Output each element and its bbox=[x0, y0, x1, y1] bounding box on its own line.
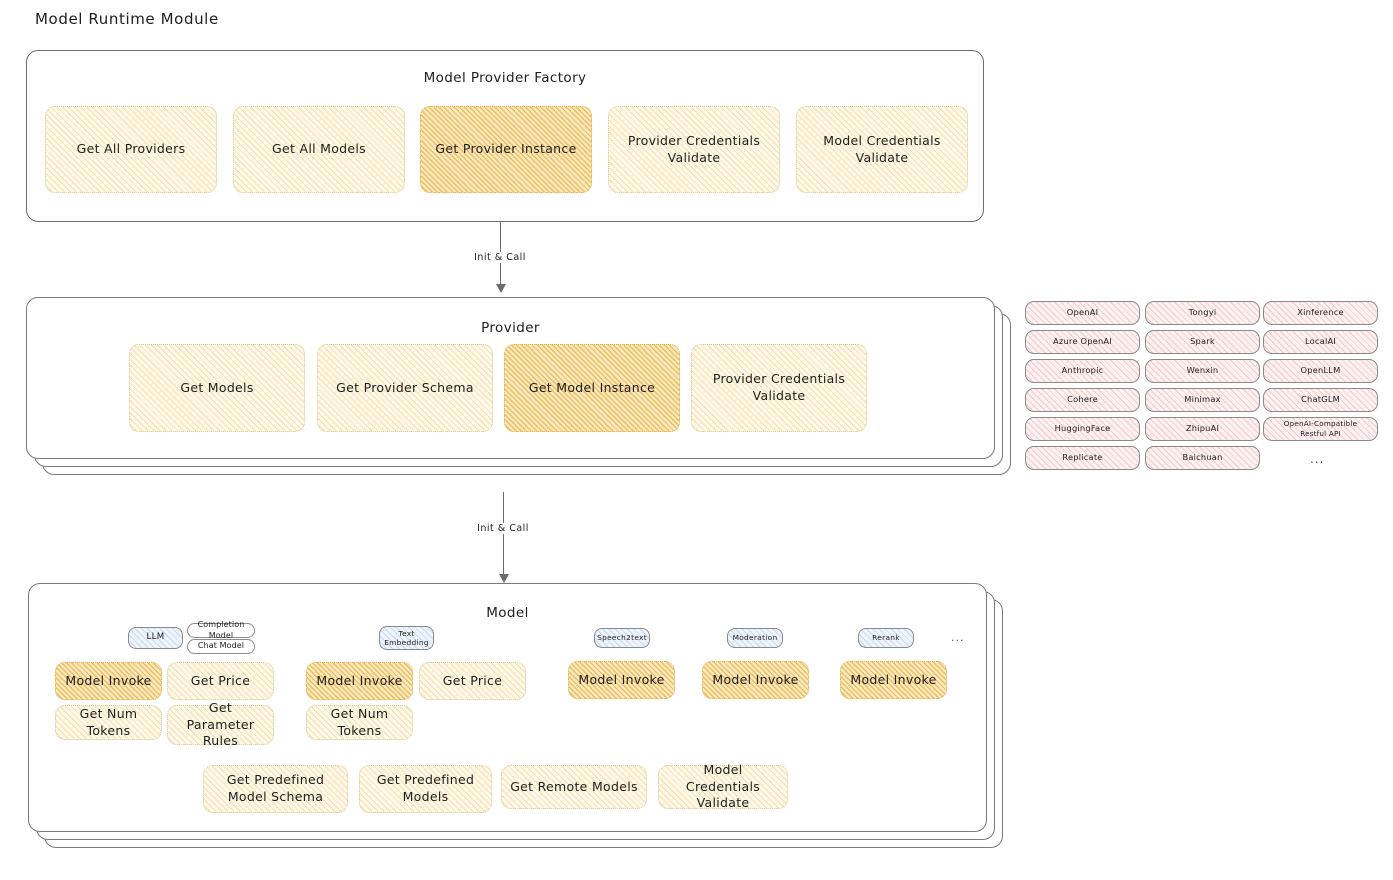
provider-title: Provider bbox=[481, 320, 540, 336]
provider-chip-list-more: ... bbox=[1310, 452, 1325, 466]
model-provider-factory-title: Model Provider Factory bbox=[423, 70, 587, 86]
model-type-llm[interactable]: LLM bbox=[128, 627, 183, 649]
model-type-rerank[interactable]: Rerank bbox=[858, 628, 914, 648]
node-get-models[interactable]: Get Models bbox=[129, 344, 305, 432]
model-type-moderation[interactable]: Moderation bbox=[727, 628, 783, 648]
node-get-provider-instance[interactable]: Get Provider Instance bbox=[420, 106, 592, 193]
model-type-speech2text[interactable]: Speech2text bbox=[594, 628, 650, 648]
provider-chip-huggingface[interactable]: HuggingFace bbox=[1025, 417, 1140, 441]
node-provider-credentials-validate[interactable]: Provider Credentials Validate bbox=[608, 106, 780, 193]
model-subtype-completion-model[interactable]: Completion Model bbox=[187, 620, 255, 640]
connector-label-init-call-1: Init & Call bbox=[440, 252, 560, 263]
node-speech2text-model-invoke[interactable]: Model Invoke bbox=[568, 661, 675, 699]
provider-chip-zhipuai[interactable]: ZhipuAI bbox=[1145, 417, 1260, 441]
provider-chip-localai[interactable]: LocalAI bbox=[1263, 330, 1378, 354]
connector-label-init-call-2: Init & Call bbox=[443, 523, 563, 534]
provider-chip-anthropic[interactable]: Anthropic bbox=[1025, 359, 1140, 383]
provider-chip-chatglm[interactable]: ChatGLM bbox=[1263, 388, 1378, 412]
node-model-credentials-validate-3[interactable]: Model Credentials Validate bbox=[658, 762, 788, 810]
model-subtype-chat-model[interactable]: Chat Model bbox=[187, 639, 255, 654]
provider-chip-tongyi[interactable]: Tongyi bbox=[1145, 301, 1260, 325]
node-get-predefined-models[interactable]: Get Predefined Models bbox=[359, 765, 492, 813]
node-llm-model-invoke[interactable]: Model Invoke bbox=[55, 662, 162, 700]
provider-chip-spark[interactable]: Spark bbox=[1145, 330, 1260, 354]
node-get-provider-schema[interactable]: Get Provider Schema bbox=[317, 344, 493, 432]
page-title: Model Runtime Module bbox=[35, 10, 219, 28]
node-embedding-get-price[interactable]: Get Price bbox=[419, 662, 526, 700]
model-type-text-embedding[interactable]: Text Embedding bbox=[379, 626, 434, 650]
node-get-remote-models[interactable]: Get Remote Models bbox=[501, 765, 647, 809]
provider-chip-wenxin[interactable]: Wenxin bbox=[1145, 359, 1260, 383]
provider-chip-replicate[interactable]: Replicate bbox=[1025, 446, 1140, 470]
node-get-predefined-model-schema[interactable]: Get Predefined Model Schema bbox=[203, 765, 348, 813]
provider-chip-baichuan[interactable]: Baichuan bbox=[1145, 446, 1260, 470]
node-llm-get-price[interactable]: Get Price bbox=[167, 662, 274, 700]
arrow-head-icon-2 bbox=[498, 574, 509, 583]
node-embedding-model-invoke[interactable]: Model Invoke bbox=[306, 662, 413, 700]
arrow-head-icon bbox=[495, 284, 506, 293]
provider-chip-xinference[interactable]: Xinference bbox=[1263, 301, 1378, 325]
provider-chip-openai[interactable]: OpenAI bbox=[1025, 301, 1140, 325]
model-type-more: ... bbox=[951, 631, 965, 644]
provider-chip-minimax[interactable]: Minimax bbox=[1145, 388, 1260, 412]
provider-chip-openai-compatible-restful-api[interactable]: OpenAI-Compatible Restful API bbox=[1263, 417, 1378, 441]
node-rerank-model-invoke[interactable]: Model Invoke bbox=[840, 661, 947, 699]
provider-chip-cohere[interactable]: Cohere bbox=[1025, 388, 1140, 412]
node-get-all-providers[interactable]: Get All Providers bbox=[45, 106, 217, 193]
node-moderation-model-invoke[interactable]: Model Invoke bbox=[702, 661, 809, 699]
node-get-model-instance[interactable]: Get Model Instance bbox=[504, 344, 680, 432]
node-provider-credentials-validate-2[interactable]: Provider Credentials Validate bbox=[691, 344, 867, 432]
node-llm-get-parameter-rules[interactable]: Get Parameter Rules bbox=[167, 700, 274, 748]
model-title: Model bbox=[486, 605, 529, 621]
provider-chip-azure-openai[interactable]: Azure OpenAI bbox=[1025, 330, 1140, 354]
node-llm-get-num-tokens[interactable]: Get Num Tokens bbox=[55, 705, 162, 740]
node-get-all-models[interactable]: Get All Models bbox=[233, 106, 405, 193]
node-embedding-get-num-tokens[interactable]: Get Num Tokens bbox=[306, 705, 413, 740]
provider-chip-openllm[interactable]: OpenLLM bbox=[1263, 359, 1378, 383]
node-model-credentials-validate[interactable]: Model Credentials Validate bbox=[796, 106, 968, 193]
